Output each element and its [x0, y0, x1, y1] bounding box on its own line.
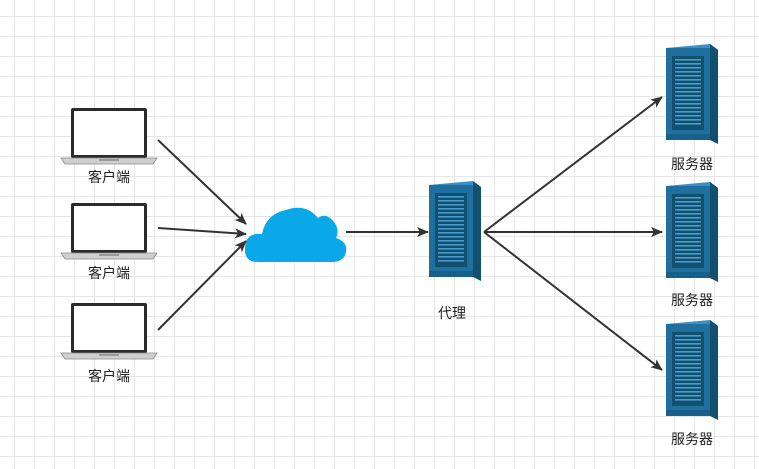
server-icon: [666, 320, 718, 420]
laptop-icon: [60, 202, 158, 260]
server-label: 服务器: [671, 293, 713, 309]
client-label: 客户端: [88, 369, 130, 385]
server-label: 服务器: [671, 432, 713, 448]
client-label: 客户端: [88, 170, 130, 186]
laptop-icon: [60, 302, 158, 360]
client-label: 客户端: [88, 266, 130, 282]
server-icon: [666, 182, 718, 282]
server-label: 服务器: [671, 157, 713, 173]
arrow-proxy-to-server1: [483, 96, 663, 233]
server-icon: [666, 44, 718, 144]
laptop-icon: [60, 107, 158, 165]
proxy-server-icon: [429, 181, 481, 281]
arrow-client1-to-cloud: [157, 139, 247, 225]
arrow-client2-to-cloud: [157, 227, 247, 239]
arrow-proxy-to-server3: [483, 231, 663, 371]
proxy-label: 代理: [438, 306, 466, 322]
arrow-client3-to-cloud: [157, 240, 247, 331]
cloud-icon: [244, 207, 347, 262]
